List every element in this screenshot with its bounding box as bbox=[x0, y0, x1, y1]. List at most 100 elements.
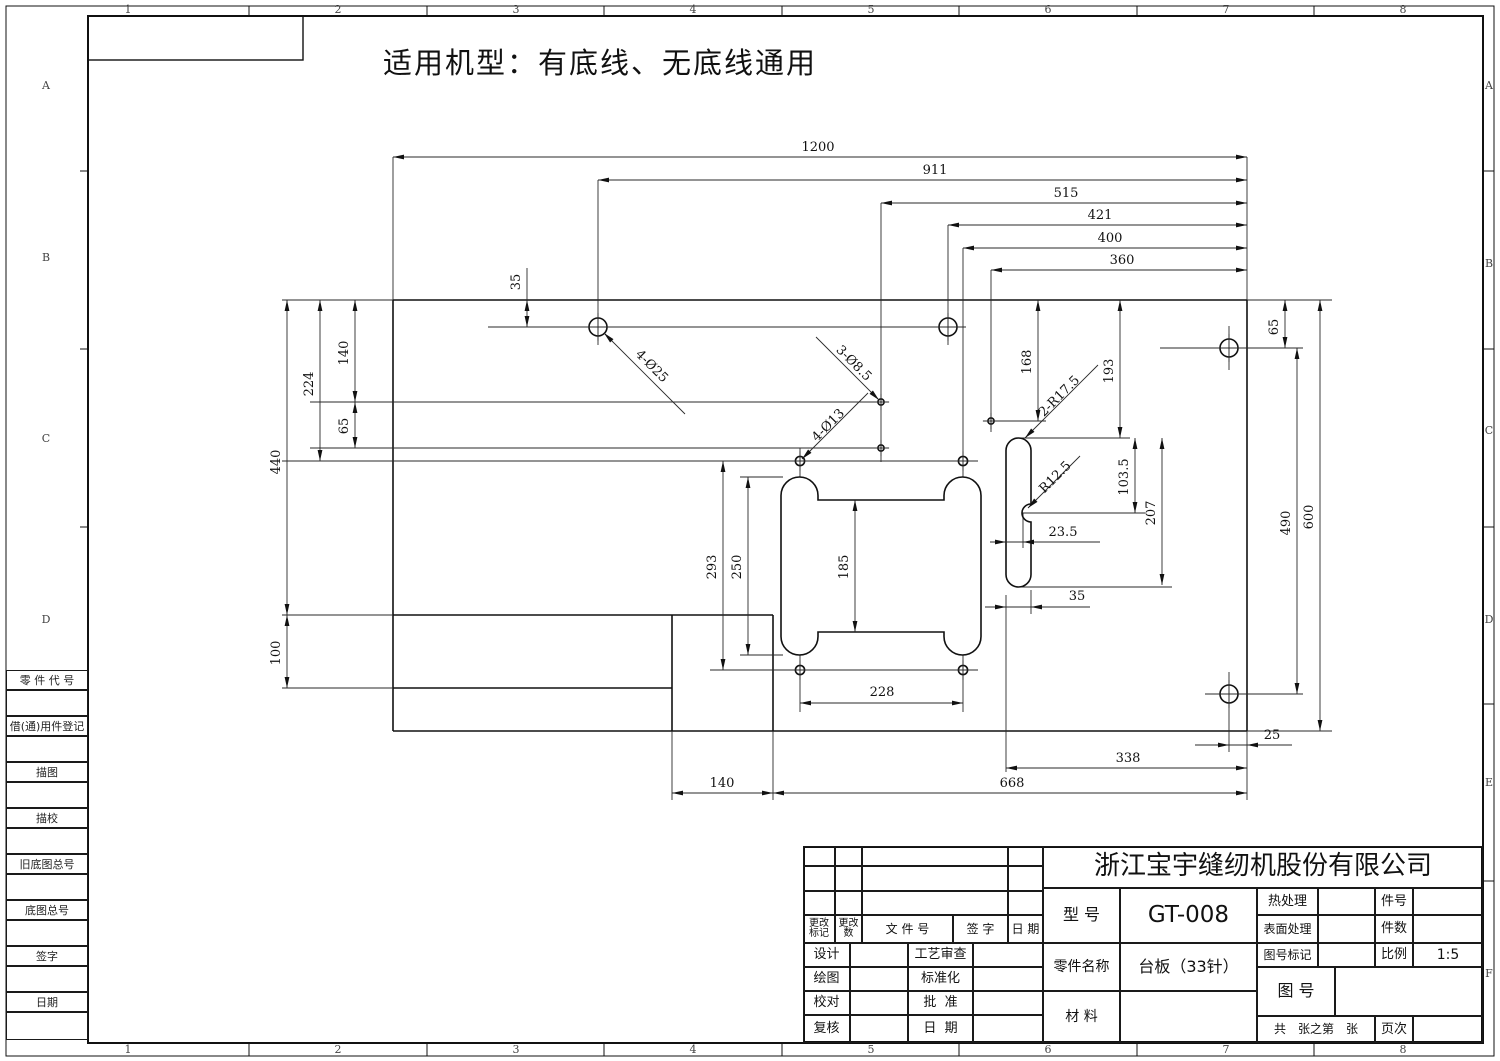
sidebar-item-blank bbox=[6, 690, 88, 716]
dim-text: 250 bbox=[730, 555, 745, 580]
dim-text: 490 bbox=[1279, 511, 1294, 536]
sidebar-item-blank bbox=[6, 920, 88, 946]
cutout-path bbox=[1005, 437, 1032, 588]
title-block-cell: 设计 bbox=[803, 943, 850, 967]
dim-text: 140 bbox=[337, 341, 352, 366]
title-block-cell: GT-008 bbox=[1120, 888, 1257, 943]
dim-text: 440 bbox=[269, 450, 284, 475]
sidebar-item-label: 签字 bbox=[6, 946, 88, 966]
title-block-empty-cell bbox=[862, 846, 1008, 866]
dim-text: 140 bbox=[710, 776, 735, 791]
title-block-empty-cell bbox=[973, 967, 1043, 991]
title-block-cell: 零件名称 bbox=[1043, 943, 1120, 991]
dim-text: 103.5 bbox=[1117, 458, 1132, 495]
title-block-empty-cell bbox=[1413, 915, 1483, 943]
title-block-cell: 共 张之第 张 bbox=[1257, 1016, 1375, 1043]
title-block-empty-cell bbox=[1008, 866, 1043, 891]
dim-text: 4 bbox=[690, 3, 697, 16]
dim-text: 5 bbox=[868, 1043, 875, 1056]
dim-text: R12.5 bbox=[1037, 459, 1075, 497]
dim-text: 2 bbox=[335, 3, 342, 16]
title-block-cell: 文 件 号 bbox=[862, 915, 953, 943]
title-block-cell: 复核 bbox=[803, 1015, 850, 1043]
sidebar-item-label: 借(通)用件登记 bbox=[6, 716, 88, 736]
title-block-cell: 比例 bbox=[1375, 943, 1413, 967]
dim-text: A bbox=[1484, 79, 1494, 92]
dim-text: C bbox=[42, 432, 50, 445]
dim-text: 185 bbox=[837, 555, 852, 580]
title-block-empty-cell bbox=[973, 1015, 1043, 1043]
applicability-note: 适用机型：有底线、无底线通用 bbox=[383, 46, 818, 80]
title-block-cell: 表面处理 bbox=[1257, 915, 1318, 943]
dim-text: D bbox=[1485, 613, 1494, 626]
dim-text: 35 bbox=[509, 274, 524, 291]
title-block-empty-cell bbox=[835, 846, 862, 866]
dim-text: 100 bbox=[269, 641, 284, 666]
title-block-empty-cell bbox=[1413, 1016, 1483, 1043]
dim-text: 25 bbox=[1264, 728, 1281, 743]
sidebar-item-blank bbox=[6, 828, 88, 854]
dim-text: 600 bbox=[1302, 505, 1317, 530]
dim-text: 35 bbox=[1069, 589, 1086, 604]
dim-text: 5 bbox=[868, 3, 875, 16]
cutout-path bbox=[780, 476, 982, 656]
sidebar-item-blank bbox=[6, 1012, 88, 1040]
dim-text: 400 bbox=[1098, 231, 1123, 246]
sidebar-item-label: 零 件 代 号 bbox=[6, 670, 88, 690]
dim-text: E bbox=[1485, 776, 1493, 789]
dim-text: 1 bbox=[125, 1043, 132, 1056]
dim-text: 193 bbox=[1102, 359, 1117, 384]
dim-text: 65 bbox=[337, 418, 352, 435]
dim-text: B bbox=[1485, 257, 1493, 270]
revision-box bbox=[87, 15, 304, 61]
title-block-empty-cell bbox=[835, 866, 862, 891]
dim-text: 168 bbox=[1020, 350, 1035, 375]
dim-text: B bbox=[42, 251, 50, 264]
title-block-cell: 更改 标记 bbox=[803, 915, 835, 943]
title-block-empty-cell bbox=[1413, 888, 1483, 915]
dim-text: 8 bbox=[1400, 1043, 1407, 1056]
title-block-cell: 日 期 bbox=[1008, 915, 1043, 943]
dim-text: 3 bbox=[513, 3, 520, 16]
sidebar-item-blank bbox=[6, 736, 88, 762]
title-block-empty-cell bbox=[973, 991, 1043, 1015]
dim-text: 421 bbox=[1088, 208, 1113, 223]
title-block-cell: 图号标记 bbox=[1257, 943, 1318, 967]
dim-text: 293 bbox=[705, 555, 720, 580]
title-block-empty-cell bbox=[1008, 846, 1043, 866]
dim-text: 668 bbox=[1000, 776, 1025, 791]
title-block-empty-cell bbox=[1318, 888, 1375, 915]
dim-text: 3-Ø8.5 bbox=[833, 343, 875, 385]
sidebar-item-blank bbox=[6, 874, 88, 900]
title-block-cell: 日 期 bbox=[908, 1015, 973, 1043]
title-block-cell: 工艺审查 bbox=[908, 943, 973, 967]
dim-text: 7 bbox=[1223, 3, 1230, 16]
dim-text: 1200 bbox=[801, 140, 834, 155]
dim-text: 8 bbox=[1400, 3, 1407, 16]
dim-text: D bbox=[42, 613, 51, 626]
title-block-empty-cell bbox=[862, 891, 1008, 915]
dim-text: 1 bbox=[125, 3, 132, 16]
title-block-empty-cell bbox=[1120, 991, 1257, 1043]
title-block-empty-cell bbox=[850, 943, 908, 967]
title-block-cell: 标准化 bbox=[908, 967, 973, 991]
title-block-cell: 热处理 bbox=[1257, 888, 1318, 915]
dim-text: 911 bbox=[923, 163, 948, 178]
title-block-empty-cell bbox=[1318, 943, 1375, 967]
dim-text: F bbox=[1485, 967, 1493, 980]
sidebar-item-label: 日期 bbox=[6, 992, 88, 1012]
sidebar-item-label: 描图 bbox=[6, 762, 88, 782]
title-block-empty-cell bbox=[803, 866, 835, 891]
title-block-cell: 1:5 bbox=[1413, 943, 1483, 967]
title-block-cell: 浙江宝宇缝纫机股份有限公司 bbox=[1043, 846, 1483, 888]
title-block-empty-cell bbox=[1335, 967, 1483, 1016]
dim-text: C bbox=[1485, 424, 1493, 437]
title-block-cell: 材 料 bbox=[1043, 991, 1120, 1043]
dim-text: 2-R17.5 bbox=[1036, 373, 1083, 420]
sidebar-item-blank bbox=[6, 966, 88, 992]
sidebar-item-label: 旧底图总号 bbox=[6, 854, 88, 874]
dim-text: 2 bbox=[335, 1043, 342, 1056]
title-block-empty-cell bbox=[1008, 891, 1043, 915]
dim-text: 224 bbox=[302, 372, 317, 397]
